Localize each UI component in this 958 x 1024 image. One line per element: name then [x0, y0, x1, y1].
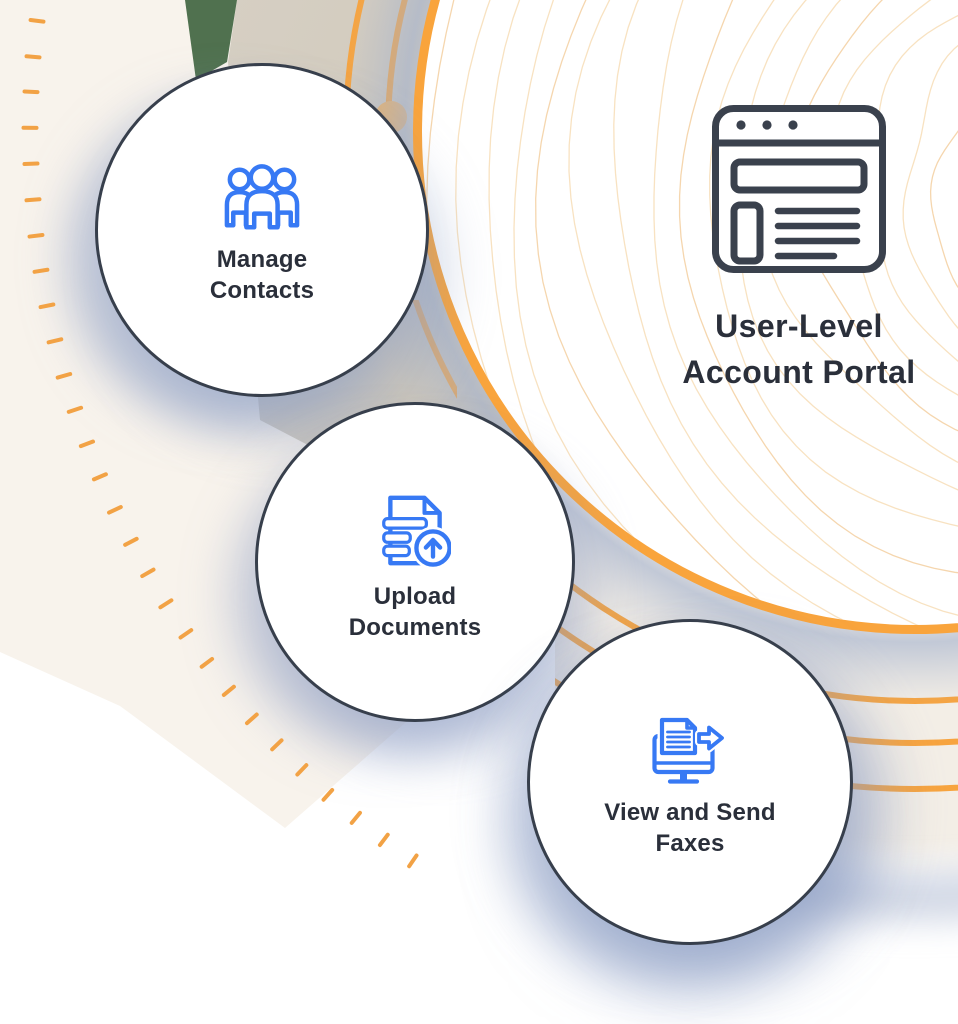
feature-label-line2: Faxes: [655, 830, 725, 857]
portal-content: User-Level Account Portal: [637, 104, 958, 395]
feature-circle-view-send-faxes: View and Send Faxes: [527, 619, 853, 945]
portal-title-line1: User-Level: [715, 308, 883, 344]
feature-circle-upload-documents: Upload Documents: [255, 402, 575, 722]
feature-label: Manage Contacts: [210, 244, 314, 306]
feature-label-line1: Upload: [373, 583, 457, 610]
feature-label-line1: View and Send: [604, 799, 776, 826]
feature-label-line2: Contacts: [209, 277, 315, 304]
feature-label: Upload Documents: [349, 581, 482, 643]
feature-circle-manage-contacts: Manage Contacts: [95, 63, 429, 397]
portal-title-line2: Account Portal: [682, 354, 916, 390]
feature-label-line1: Manage: [216, 246, 308, 273]
contacts-group-icon: [224, 164, 300, 230]
arc-dash: [406, 852, 420, 869]
arc-dash: [348, 810, 363, 826]
feature-label-line2: Documents: [348, 614, 482, 641]
browser-window-icon: [712, 105, 886, 273]
feature-label: View and Send Faxes: [604, 797, 776, 859]
arc-dash: [377, 832, 391, 848]
document-upload-icon: [382, 495, 451, 569]
portal-title: User-Level Account Portal: [637, 303, 958, 395]
fax-send-icon: [652, 715, 726, 784]
